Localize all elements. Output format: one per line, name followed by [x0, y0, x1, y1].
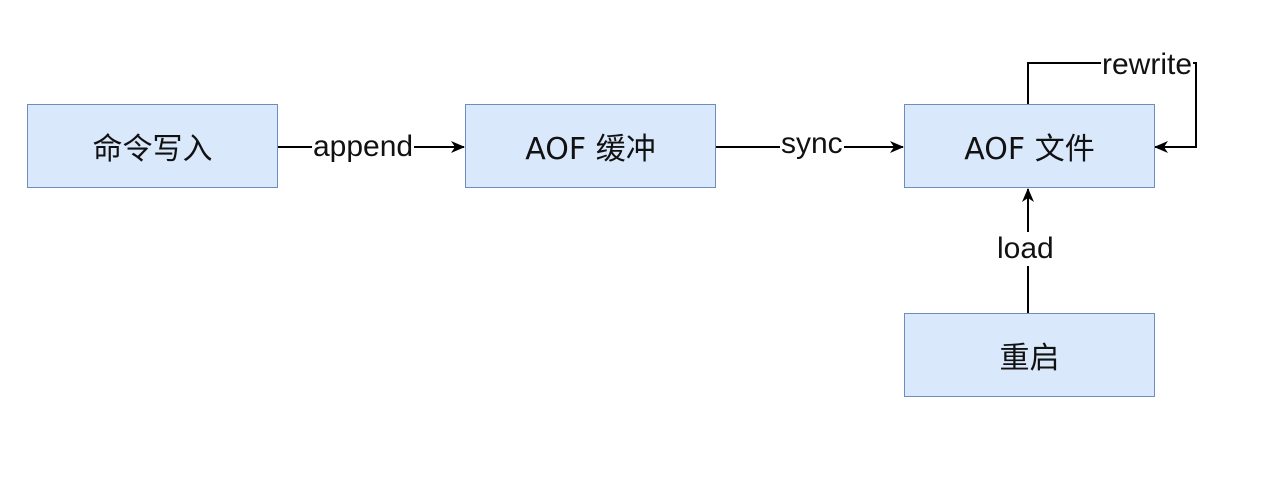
edge-label-append: append: [312, 130, 415, 164]
edge-rewrite: [1027, 62, 1197, 153]
node-aof-file-label: AOF 文件: [964, 132, 1095, 167]
edge-label-load: load: [996, 232, 1055, 266]
node-command-write-label: 命令写入: [92, 132, 213, 167]
node-restart: 重启: [904, 313, 1155, 397]
node-restart-label: 重启: [999, 341, 1060, 376]
node-command-write: 命令写入: [27, 104, 278, 188]
node-aof-file: AOF 文件: [904, 104, 1155, 188]
node-aof-buffer-label: AOF 缓冲: [525, 132, 656, 167]
edge-label-sync: sync: [780, 127, 844, 161]
edge-label-rewrite: rewrite: [1101, 48, 1194, 82]
node-aof-buffer: AOF 缓冲: [465, 104, 716, 188]
